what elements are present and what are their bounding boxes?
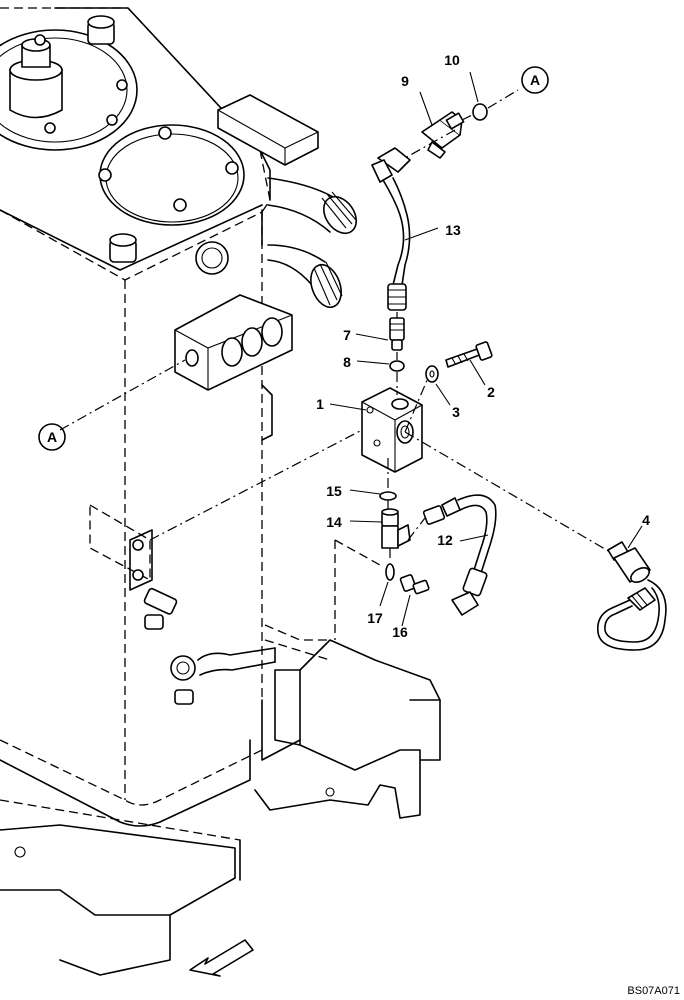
part-4-pressure-sensor [596,541,667,651]
callout-12: 12 [437,532,453,548]
lower-pipe [170,647,276,681]
part-14-elbow [381,508,411,549]
callout-7: 7 [343,327,351,343]
part-2-bolt [445,341,493,368]
part-3-washer [425,365,439,383]
reference-a-top-label: A [530,72,540,88]
side-bracket [89,384,273,705]
callout-ticks [329,71,643,627]
callout-1: 1 [316,396,324,412]
front-direction-arrow-icon [189,939,254,977]
part-12-hose [422,494,497,616]
part-17-o-ring [385,563,395,581]
part-9-elbow-adapter [421,111,465,159]
manifold-block [174,294,293,391]
callout-8: 8 [343,354,351,370]
callout-16: 16 [392,624,408,640]
side-port [195,241,229,275]
drawing-code: BS07A071 [627,985,680,997]
leader-lines [59,89,611,562]
part-10-o-ring [472,103,488,121]
suction-hose [261,177,358,309]
part-7-adapter [389,317,405,351]
reference-a-left: A [38,423,66,451]
callout-4: 4 [642,512,650,528]
callout-numbers: 9 10 13 7 8 1 2 3 15 14 12 17 16 4 [316,52,650,640]
callout-14: 14 [326,514,342,530]
part-15-o-ring [379,491,397,501]
callout-3: 3 [452,404,460,420]
reference-a-top: A [521,66,549,94]
callout-17: 17 [367,610,383,626]
top-block [217,94,319,166]
part-1-block [361,387,423,473]
callout-10: 10 [444,52,460,68]
callout-13: 13 [445,222,461,238]
part-13-hose [371,147,411,311]
lower-frame [254,539,441,819]
part-16-fitting [399,574,430,595]
part-8-o-ring [389,360,405,372]
callout-9: 9 [401,73,409,89]
reference-a-left-label: A [47,429,57,445]
callout-15: 15 [326,483,342,499]
round-cover-right [98,124,245,263]
round-cover-left [0,15,138,151]
callout-2: 2 [487,384,495,400]
bottom-frame [0,799,241,976]
